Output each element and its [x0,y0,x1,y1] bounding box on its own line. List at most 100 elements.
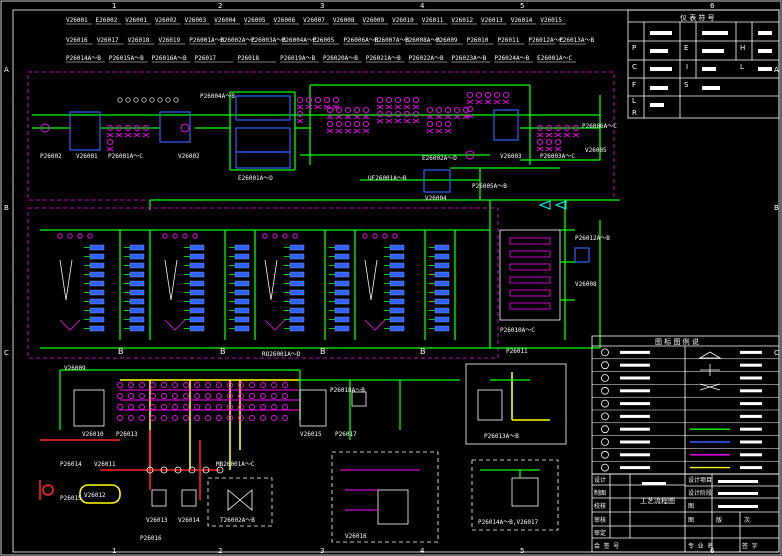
valve-icon [403,104,411,110]
equipment-tag: P26016A～B [152,55,187,62]
instrument-icon [161,415,167,421]
valve-icon [466,113,474,119]
equipment-tag: V26016 [66,37,88,44]
valve-icon [475,99,483,105]
instrument-icon [150,404,156,410]
instrument-icon [403,110,411,118]
membrane-module [334,271,350,278]
gauge-icon [216,466,224,474]
tb-label: 审定 [594,529,606,537]
legend-desc [740,466,762,470]
gauge-icon [125,97,131,103]
instrument-icon [87,233,93,239]
legend-desc [620,466,650,470]
membrane-module [434,298,450,305]
instrument-icon [282,404,288,410]
instrument-icon [150,415,156,421]
equipment-tag: P26011 [498,37,520,44]
equipment-tag: P26022A～B [409,55,444,62]
membrane-module [289,244,305,251]
equipment-tag: V26001 [66,17,88,24]
upper-instrument-cluster [106,91,580,152]
instrument-code: I [686,63,688,71]
border-letter: B [774,204,779,212]
equipment-tag: V26001 [125,17,147,24]
membrane-module [189,253,205,260]
instrument-icon [484,91,492,99]
instrument-icon [502,91,510,99]
legend-desc [620,427,650,431]
border-numbers: 1 2 3 4 5 6 1 2 3 4 5 6 A B C A B C [4,2,779,555]
equipment-tag: P26020A～B [323,55,358,62]
border-number: 3 [320,547,324,555]
border-letter: A [4,66,9,74]
legend-desc [740,363,762,367]
instrument-icon [183,404,189,410]
legend-desc [740,389,762,393]
border-number: 6 [710,2,715,10]
instrument-icon [545,138,553,146]
equipment-tag: P26018 [237,55,259,62]
valve-icon [554,146,562,152]
instrument-icon [260,415,266,421]
valve-icon [394,118,402,124]
instrument-icon [335,120,343,128]
instrument-icon [182,233,188,239]
valve-icon [385,118,393,124]
equipment-tag: P26023A～B [452,55,487,62]
instrument-icon [194,393,200,399]
valve-icon [314,104,322,110]
label-v26011: V26011 [94,461,116,468]
border-letter: B [4,204,9,212]
membrane-module [89,325,105,332]
legend-symbol-icon [601,438,609,446]
tb-label: 图 [688,503,694,510]
equipment-tag: V26011 [422,17,444,24]
upper-process-boundary [27,71,615,201]
instrument-icon [172,393,178,399]
equipment-tag: P26021A～B [366,55,401,62]
equipment-tag: E26002 [96,17,118,24]
instrument-icon [305,96,313,104]
instrument-icon [292,233,298,239]
membrane-module [129,280,145,287]
membrane-module [434,280,450,287]
tb-label: 校核 [594,502,606,510]
exchanger-bank-1 [235,95,291,121]
membrane-module [389,289,405,296]
instrument-icon [260,404,266,410]
instrument-row [509,237,551,245]
membrane-module [129,262,145,269]
instrument-icon [150,382,156,388]
instrument-icon [536,124,544,132]
middle-labels: RO26001A～D P26010A～C P26011 P26012A～B V2… [118,235,610,358]
instrument-icon [183,393,189,399]
instrument-icon [344,106,352,114]
membrane-module [434,244,450,251]
instrument-icon [493,91,501,99]
equipment-tag: P26007A～B [374,37,409,44]
valve-icon [332,104,340,110]
legend-desc [740,376,762,380]
legend-symbol-icon [700,364,720,376]
instrument-icon [67,233,73,239]
valve-icon [545,146,553,152]
membrane-module [389,307,405,314]
membrane-module [129,325,145,332]
instrument-icon [362,106,370,114]
valve-icon [305,104,313,110]
upper-labels: V26001 P26002 P26001A～C V26002 P26004A～B… [40,93,617,202]
instrument-icon [139,404,145,410]
equipment-tag: V26002 [155,17,177,24]
instrument-icon [216,393,222,399]
vessel-v26009 [73,389,105,427]
legend-desc [620,440,650,444]
label-uf: UF26001A～B [368,175,407,182]
instrument-code: E [684,44,688,52]
instrument-icon [282,233,288,239]
instrument-icon [183,382,189,388]
valve-icon [264,319,286,331]
instrument-code: P [632,44,636,52]
vessel-cone-icon [59,259,73,301]
